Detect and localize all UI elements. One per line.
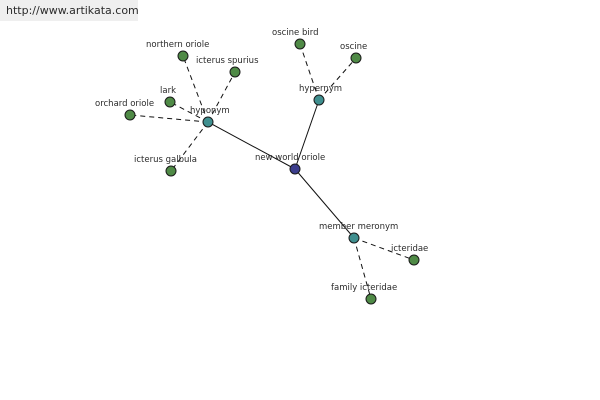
node-hypernym[interactable] (313, 94, 325, 106)
node-center[interactable] (289, 163, 301, 175)
node-icteridae[interactable] (408, 254, 420, 266)
node-label-northern[interactable]: northern oriole (146, 40, 209, 50)
node-label-orchard[interactable]: orchard oriole (95, 99, 154, 109)
edge-hyponym-northern (182, 55, 209, 123)
edge-hypernym-oscinebird (299, 43, 320, 101)
edge-center-hyponym (207, 121, 296, 170)
node-label-family[interactable]: family icteridae (331, 283, 397, 293)
node-orchard[interactable] (124, 109, 136, 121)
edge-center-meronym (294, 168, 355, 239)
node-oscine[interactable] (350, 52, 362, 64)
graph-labels: new world oriole hyponym hypernym member me… (95, 28, 428, 293)
node-label-oscine[interactable]: oscine (340, 42, 367, 52)
site-url-link[interactable]: http://www.artikata.com (6, 4, 139, 17)
node-label-spurius[interactable]: icterus spurius (196, 56, 259, 66)
node-label-hyponym[interactable]: hyponym (190, 106, 230, 116)
edge-hyponym-spurius (207, 71, 236, 123)
node-label-icteridae[interactable]: icteridae (391, 244, 428, 254)
edge-center-hypernym (294, 99, 320, 170)
node-lark[interactable] (164, 96, 176, 108)
node-label-oscinebird[interactable]: oscine bird (272, 28, 318, 38)
edge-hyponym-lark (169, 101, 209, 123)
site-banner: http://www.artikata.com (0, 0, 139, 21)
node-hyponym[interactable] (202, 116, 214, 128)
graph-nodes (124, 38, 420, 305)
edge-hyponym-galbula (170, 121, 209, 172)
node-oscinebird[interactable] (294, 38, 306, 50)
edge-meronym-family (353, 237, 372, 300)
node-galbula[interactable] (165, 165, 177, 177)
edge-hyponym-orchard (129, 114, 209, 123)
node-label-lark[interactable]: lark (160, 86, 176, 96)
node-label-galbula[interactable]: icterus galbula (134, 155, 197, 165)
graph-edges (129, 43, 415, 300)
node-label-hypernym[interactable]: hypernym (299, 84, 342, 94)
node-label-center[interactable]: new world oriole (255, 153, 325, 163)
edge-hypernym-oscine (318, 57, 357, 101)
node-label-meronym[interactable]: member meronym (319, 222, 398, 232)
edge-meronym-icteridae (353, 237, 415, 261)
node-northern[interactable] (177, 50, 189, 62)
node-spurius[interactable] (229, 66, 241, 78)
node-family[interactable] (365, 293, 377, 305)
node-meronym[interactable] (348, 232, 360, 244)
